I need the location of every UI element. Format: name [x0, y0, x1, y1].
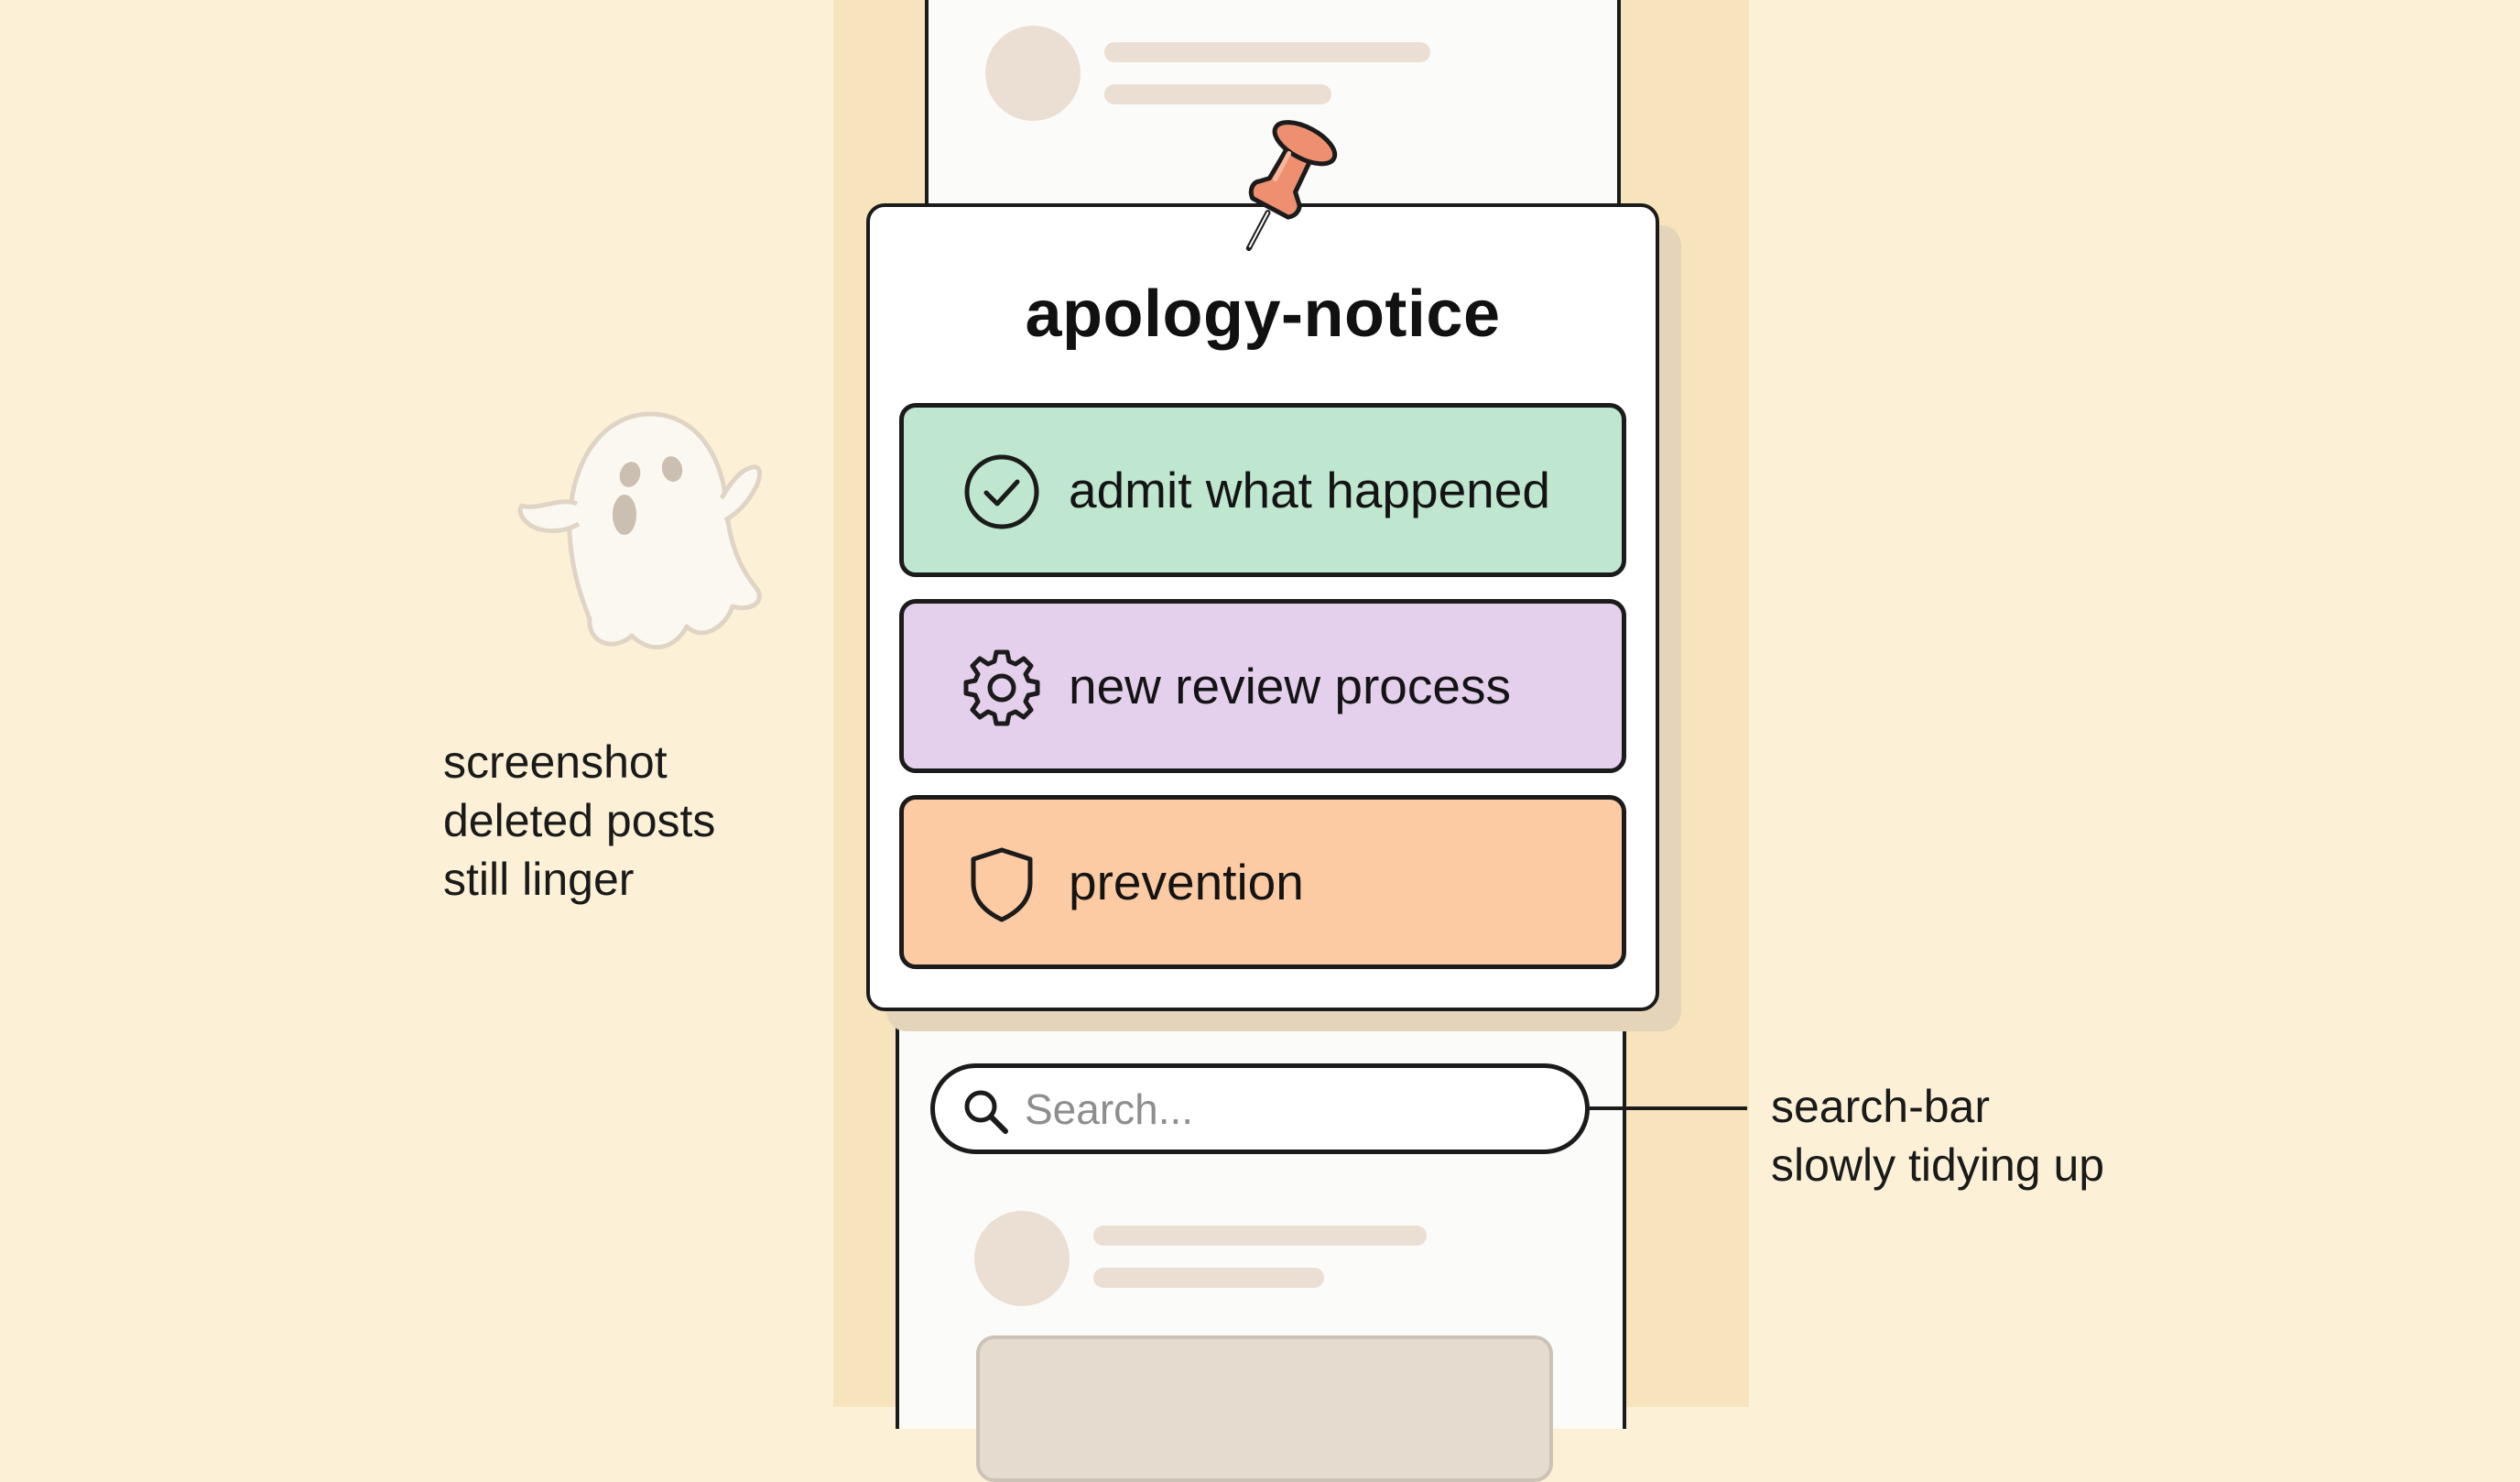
annotation-line: deleted posts: [443, 795, 716, 846]
ghost-icon: [517, 411, 762, 650]
skeleton-line: [1093, 1226, 1427, 1246]
item-new-review-process[interactable]: new review process: [899, 599, 1626, 773]
item-label: admit what happened: [1069, 462, 1550, 518]
skeleton-media: [976, 1335, 1553, 1482]
skeleton-line: [1104, 84, 1331, 104]
feed-top: [925, 0, 1621, 212]
card-title: apology-notice: [1025, 278, 1501, 351]
item-admit-what-happened[interactable]: admit what happened: [899, 403, 1626, 577]
skeleton-line: [1104, 42, 1430, 62]
search-input[interactable]: [1025, 1081, 1556, 1138]
annotation-line: screenshot: [443, 736, 668, 788]
apology-notice-card[interactable]: apology-notice admit what happened new r…: [866, 203, 1659, 1011]
item-label: new review process: [1069, 658, 1511, 714]
search-bar-leader-line: [1590, 1106, 1747, 1110]
gear-icon: [963, 649, 1040, 726]
check-circle-icon: [964, 454, 1039, 529]
shield-icon: [971, 847, 1033, 922]
annotation-line: search-bar: [1771, 1081, 1990, 1132]
search-icon: [964, 1090, 1008, 1134]
search-bar[interactable]: [930, 1063, 1590, 1154]
pushpin-icon: [1245, 120, 1338, 251]
item-prevention[interactable]: prevention: [899, 795, 1626, 969]
skeleton-avatar: [974, 1211, 1070, 1306]
annotation-line: still linger: [443, 854, 635, 905]
item-label: prevention: [1069, 854, 1304, 910]
annotation-line: slowly tidying up: [1771, 1139, 2105, 1191]
ghost-annotation: screenshot deleted posts still linger: [443, 733, 715, 909]
skeleton-line: [1093, 1268, 1324, 1288]
search-bar-annotation: search-bar slowly tidying up: [1771, 1077, 2104, 1194]
skeleton-avatar: [985, 26, 1081, 121]
